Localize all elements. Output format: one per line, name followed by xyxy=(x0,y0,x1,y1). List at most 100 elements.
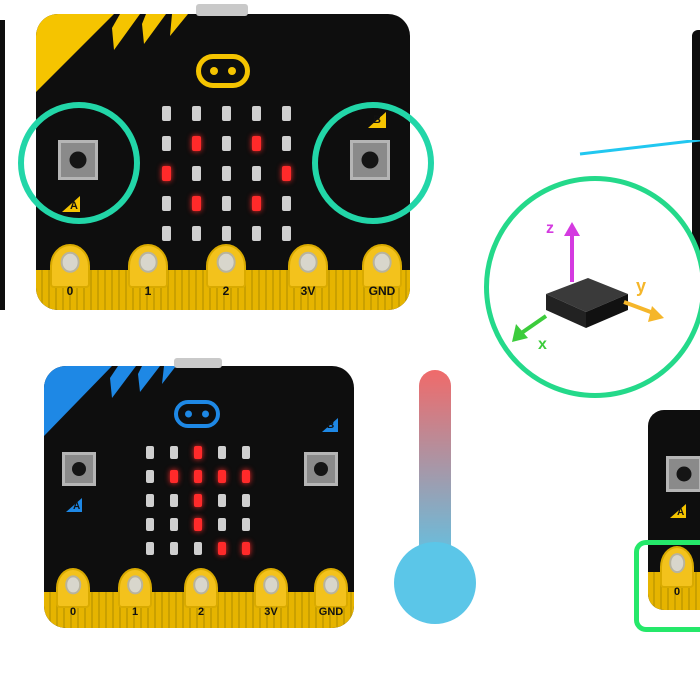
pin-label-1: 1 xyxy=(144,284,152,298)
usb-connector xyxy=(196,4,248,16)
led-on xyxy=(192,136,201,151)
gpio-edge-connector: 0 1 2 3V GND xyxy=(36,244,410,310)
led-off xyxy=(192,226,201,241)
cropped-board-right-edge xyxy=(692,30,700,260)
led-off xyxy=(194,542,202,555)
highlight-ring-button-b xyxy=(312,102,434,224)
pin-label-gnd: GND xyxy=(368,284,396,298)
gpio-edge-connector: 0 xyxy=(648,546,700,610)
led-off xyxy=(242,494,250,507)
led-off xyxy=(146,518,154,531)
led-off xyxy=(242,518,250,531)
axis-y-label: y xyxy=(636,276,647,296)
pin-label-0: 0 xyxy=(673,586,681,598)
pin-label-1: 1 xyxy=(131,606,139,618)
led-off xyxy=(282,226,291,241)
pin-pad-gnd[interactable] xyxy=(314,568,348,608)
button-a[interactable] xyxy=(666,456,700,492)
cropped-board-pin-zero: A 0 xyxy=(648,410,700,610)
pin-label-3v: 3V xyxy=(264,606,278,618)
accelerometer-chip-icon xyxy=(512,222,664,342)
logo-icon xyxy=(174,400,220,428)
led-off xyxy=(170,542,178,555)
button-b-label: B xyxy=(327,420,335,431)
pin-pad-0[interactable] xyxy=(56,568,90,608)
led-on xyxy=(218,470,226,483)
thermometer-bulb xyxy=(394,542,476,624)
corner-accent-blue xyxy=(44,366,184,456)
pin-pad-1[interactable] xyxy=(128,244,168,288)
led-off xyxy=(162,196,171,211)
led-off xyxy=(146,494,154,507)
pin-label-3v: 3V xyxy=(300,284,316,298)
led-off xyxy=(146,470,154,483)
button-b[interactable] xyxy=(304,452,338,486)
led-off xyxy=(192,166,201,181)
led-off xyxy=(146,446,154,459)
led-off xyxy=(170,446,178,459)
pin-pad-gnd[interactable] xyxy=(362,244,402,288)
led-on xyxy=(242,470,250,483)
usb-connector xyxy=(174,358,222,368)
thermometer-tube xyxy=(419,370,451,570)
led-on xyxy=(194,518,202,531)
pin-pad-3v[interactable] xyxy=(288,244,328,288)
led-on xyxy=(194,494,202,507)
thermometer-icon xyxy=(394,370,478,626)
gpio-edge-connector: 0 1 2 3V GND xyxy=(44,568,354,628)
led-on xyxy=(192,196,201,211)
button-a-label: A xyxy=(677,507,685,518)
led-off xyxy=(170,494,178,507)
led-off xyxy=(170,518,178,531)
pin-pad-2[interactable] xyxy=(206,244,246,288)
logo-icon xyxy=(196,54,250,88)
corner-accent-yellow xyxy=(36,14,206,114)
led-matrix xyxy=(162,106,292,241)
led-off xyxy=(162,226,171,241)
led-on xyxy=(252,136,261,151)
led-off xyxy=(218,518,226,531)
button-a[interactable] xyxy=(62,452,96,486)
axis-z-label: z xyxy=(546,220,554,237)
led-off xyxy=(222,106,231,121)
led-off xyxy=(146,542,154,555)
pin-pad-0[interactable] xyxy=(50,244,90,288)
pin-label-gnd: GND xyxy=(318,606,344,618)
led-on xyxy=(162,166,171,181)
led-off xyxy=(162,106,171,121)
led-on xyxy=(218,542,226,555)
led-off xyxy=(218,494,226,507)
pin-pad-1[interactable] xyxy=(118,568,152,608)
pin-label-0: 0 xyxy=(66,284,74,298)
led-off xyxy=(282,136,291,151)
led-off xyxy=(252,226,261,241)
led-off xyxy=(222,196,231,211)
cropped-board-left-edge xyxy=(0,20,5,310)
led-off xyxy=(252,106,261,121)
led-off xyxy=(162,136,171,151)
led-on xyxy=(252,196,261,211)
led-on xyxy=(194,470,202,483)
button-a-tag xyxy=(670,504,686,518)
axis-x-label: x xyxy=(538,336,547,353)
led-off xyxy=(222,166,231,181)
led-off xyxy=(282,106,291,121)
pin-pad-3v[interactable] xyxy=(254,568,288,608)
led-on xyxy=(242,542,250,555)
led-off xyxy=(218,446,226,459)
pin-label-2: 2 xyxy=(197,606,205,618)
microbit-board-led: A B 0 1 2 3V GND xyxy=(44,366,354,628)
pin-pad-0[interactable] xyxy=(660,546,694,588)
button-a-label: A xyxy=(73,501,81,512)
led-matrix xyxy=(146,446,258,558)
led-off xyxy=(192,106,201,121)
led-on xyxy=(194,446,202,459)
pin-pad-2[interactable] xyxy=(184,568,218,608)
led-off xyxy=(252,166,261,181)
button-a-tag xyxy=(66,498,82,512)
led-off xyxy=(222,226,231,241)
led-on xyxy=(170,470,178,483)
led-off xyxy=(222,136,231,151)
led-off xyxy=(242,446,250,459)
led-on xyxy=(282,166,291,181)
